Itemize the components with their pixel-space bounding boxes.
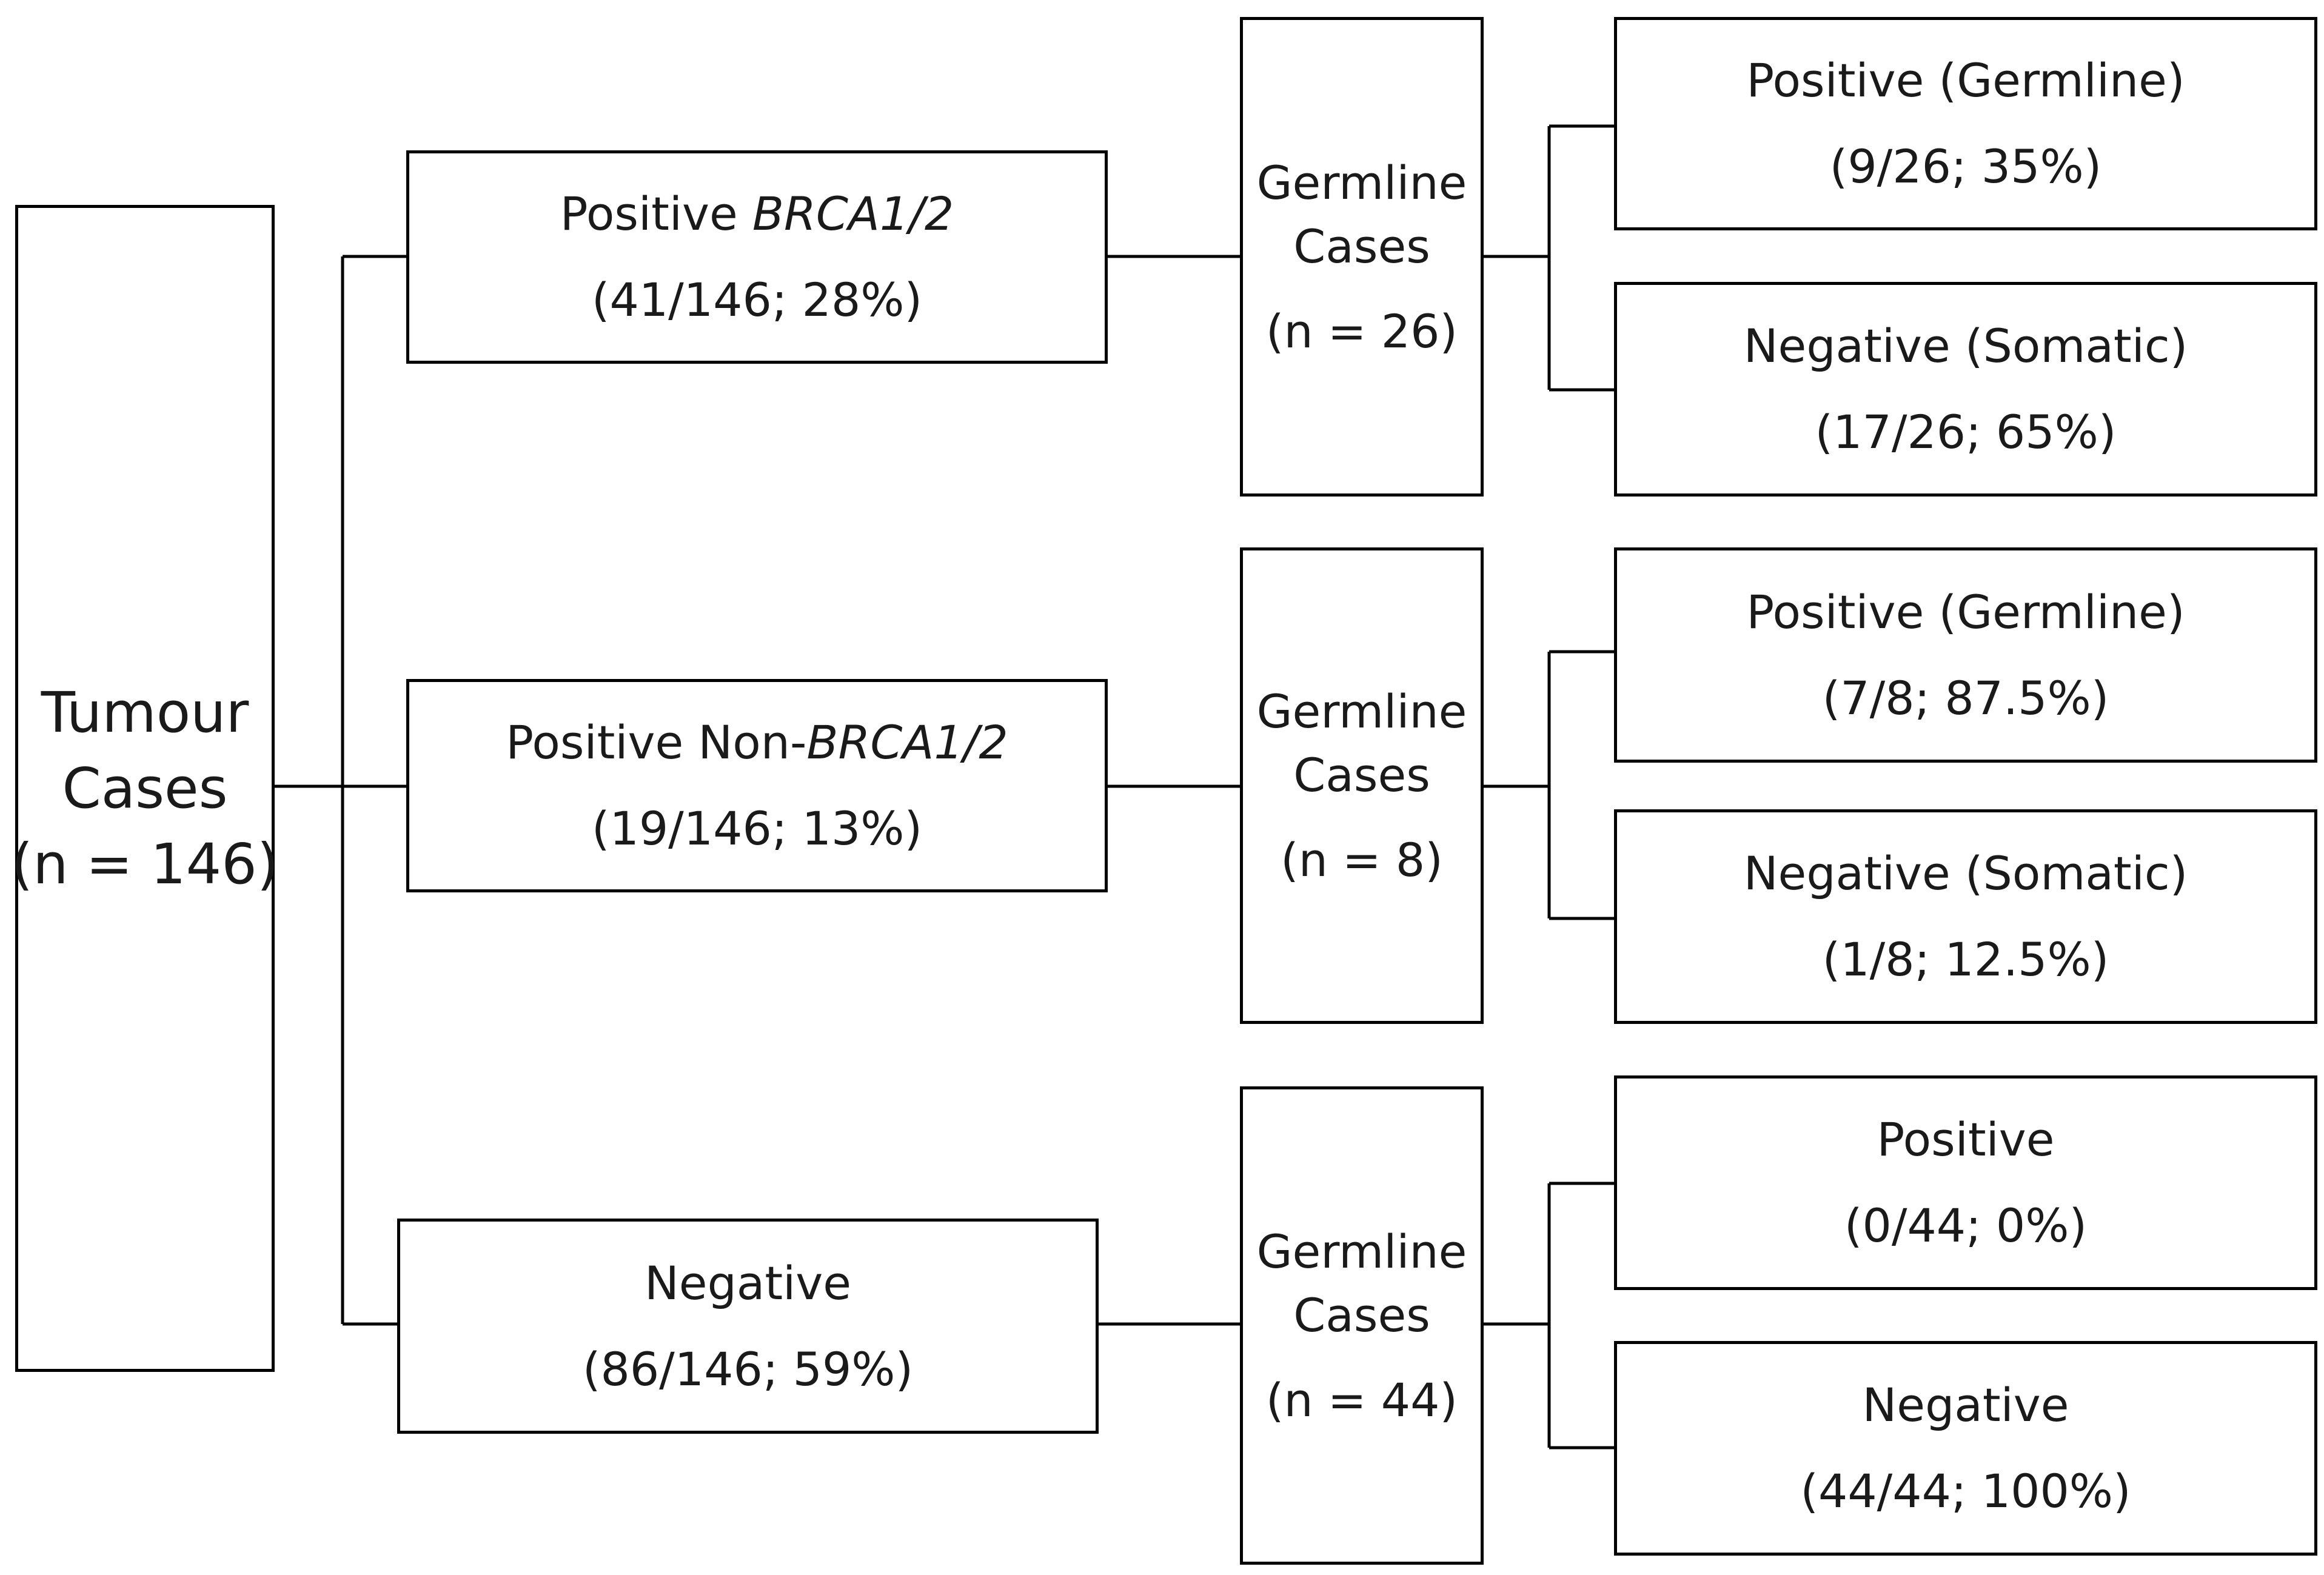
branch-1-stat: (41/146; 28%) — [591, 273, 923, 327]
germline-cases-box-2: Germline Cases (n = 8) — [1240, 547, 1484, 1024]
germline-1-line-1: Germline — [1256, 155, 1467, 210]
outcome-1b-stat: (17/26; 65%) — [1815, 405, 2117, 459]
outcome-box-1b: Negative (Somatic) (17/26; 65%) — [1614, 282, 2317, 497]
outcome-3a-stat: (0/44; 0%) — [1844, 1199, 2088, 1252]
germline-3-line-1: Germline — [1256, 1224, 1467, 1279]
outcome-1b-label: Negative (Somatic) — [1743, 319, 2188, 373]
germline-cases-box-1: Germline Cases (n = 26) — [1240, 17, 1484, 497]
positive-brca-box: Positive BRCA1/2 (41/146; 28%) — [406, 150, 1108, 364]
outcome-box-3b: Negative (44/44; 100%) — [1614, 1341, 2317, 1556]
outcome-1a-label: Positive (Germline) — [1746, 53, 2185, 107]
germline-2-count: (n = 8) — [1281, 833, 1443, 887]
branch-1-label: Positive BRCA1/2 — [560, 171, 954, 257]
germline-3-line-2: Cases — [1293, 1288, 1430, 1342]
germline-3-count: (n = 44) — [1265, 1373, 1458, 1427]
outcome-3b-stat: (44/44; 100%) — [1800, 1464, 2131, 1518]
branch-2-stat: (19/146; 13%) — [591, 801, 923, 855]
outcome-box-2a: Positive (Germline) (7/8; 87.5%) — [1614, 547, 2317, 763]
root-line-1: Tumour — [41, 680, 249, 745]
germline-2-line-2: Cases — [1293, 748, 1430, 802]
branch-3-label-prefix: Negative — [644, 1256, 852, 1310]
root-line-2: Cases — [62, 756, 228, 821]
germline-2-line-1: Germline — [1256, 684, 1467, 738]
root-line-3: (n = 146) — [11, 832, 279, 897]
outcome-2a-label: Positive (Germline) — [1746, 584, 2185, 639]
positive-non-brca-box: Positive Non-BRCA1/2 (19/146; 13%) — [406, 679, 1108, 892]
branch-2-label: Positive Non-BRCA1/2 — [506, 700, 1008, 786]
outcome-2b-stat: (1/8; 12.5%) — [1822, 932, 2109, 986]
outcome-box-3a: Positive (0/44; 0%) — [1614, 1075, 2317, 1290]
branch-3-stat: (86/146; 59%) — [582, 1342, 914, 1396]
outcome-box-2b: Negative (Somatic) (1/8; 12.5%) — [1614, 809, 2317, 1024]
outcome-3b-label: Negative — [1862, 1378, 2069, 1432]
connector-fork-3 — [1482, 1182, 1617, 1450]
germline-1-line-2: Cases — [1293, 219, 1430, 273]
branch-1-label-gene: BRCA1/2 — [752, 187, 954, 241]
connector-fork-1 — [1482, 124, 1617, 392]
outcome-box-1a: Positive (Germline) (9/26; 35%) — [1614, 17, 2317, 230]
outcome-2b-label: Negative (Somatic) — [1743, 846, 2188, 900]
branch-1-label-prefix: Positive — [560, 187, 752, 241]
outcome-2a-stat: (7/8; 87.5%) — [1822, 670, 2109, 725]
germline-1-count: (n = 26) — [1265, 304, 1458, 358]
tumour-cases-box: Tumour Cases (n = 146) — [11, 205, 279, 1372]
branch-2-label-prefix: Positive Non- — [506, 715, 807, 769]
branch-3-label: Negative — [645, 1240, 851, 1326]
outcome-3a-label: Positive — [1877, 1112, 2055, 1166]
negative-box: Negative (86/146; 59%) — [397, 1219, 1099, 1434]
germline-cases-box-3: Germline Cases (n = 44) — [1240, 1086, 1484, 1565]
branch-2-label-gene: BRCA1/2 — [806, 715, 1008, 769]
connector-fork-2 — [1482, 650, 1617, 920]
outcome-1a-stat: (9/26; 35%) — [1829, 139, 2102, 193]
